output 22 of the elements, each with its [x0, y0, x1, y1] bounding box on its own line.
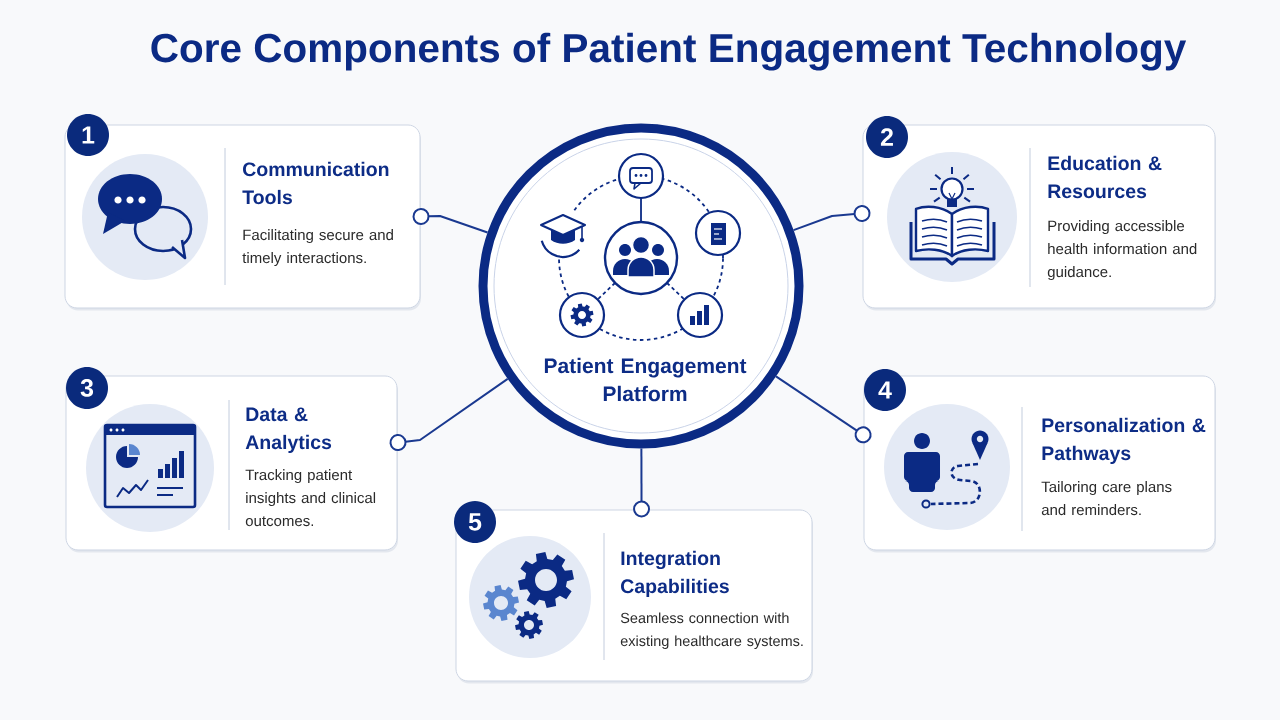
card-text: Facilitating secure and timely interactions.	[242, 229, 393, 267]
card-heading: Data & Analytics	[245, 407, 332, 454]
card-heading: Personalization & Pathways	[1042, 417, 1206, 465]
card-text: Tracking patient insights and clinical outcomes.	[245, 469, 376, 527]
card-heading: Integration Capabilities	[621, 550, 729, 598]
number-badge: 2	[866, 116, 908, 158]
number-badge: 4	[864, 369, 906, 411]
number-badge: 3	[66, 367, 108, 409]
card-text: Seamless connection with existing healthcare systems.	[620, 612, 803, 649]
card-heading: Education & Resources	[1048, 155, 1162, 199]
connector	[412, 208, 489, 234]
number-badge: 5	[454, 501, 496, 543]
title: Core Components of Patient Engagement Technology	[151, 32, 1187, 71]
card-text: Providing accessible health information and guidance.	[1047, 220, 1197, 281]
hub-label: Patient Engagement Platform	[544, 357, 747, 402]
connector	[633, 447, 651, 518]
connector	[775, 375, 872, 444]
card-text: Tailoring care plans and reminders.	[1041, 481, 1172, 516]
number-badge: 1	[67, 114, 109, 156]
connector	[389, 377, 509, 452]
connector	[792, 204, 871, 232]
card-heading: Communication Tools	[242, 161, 389, 205]
